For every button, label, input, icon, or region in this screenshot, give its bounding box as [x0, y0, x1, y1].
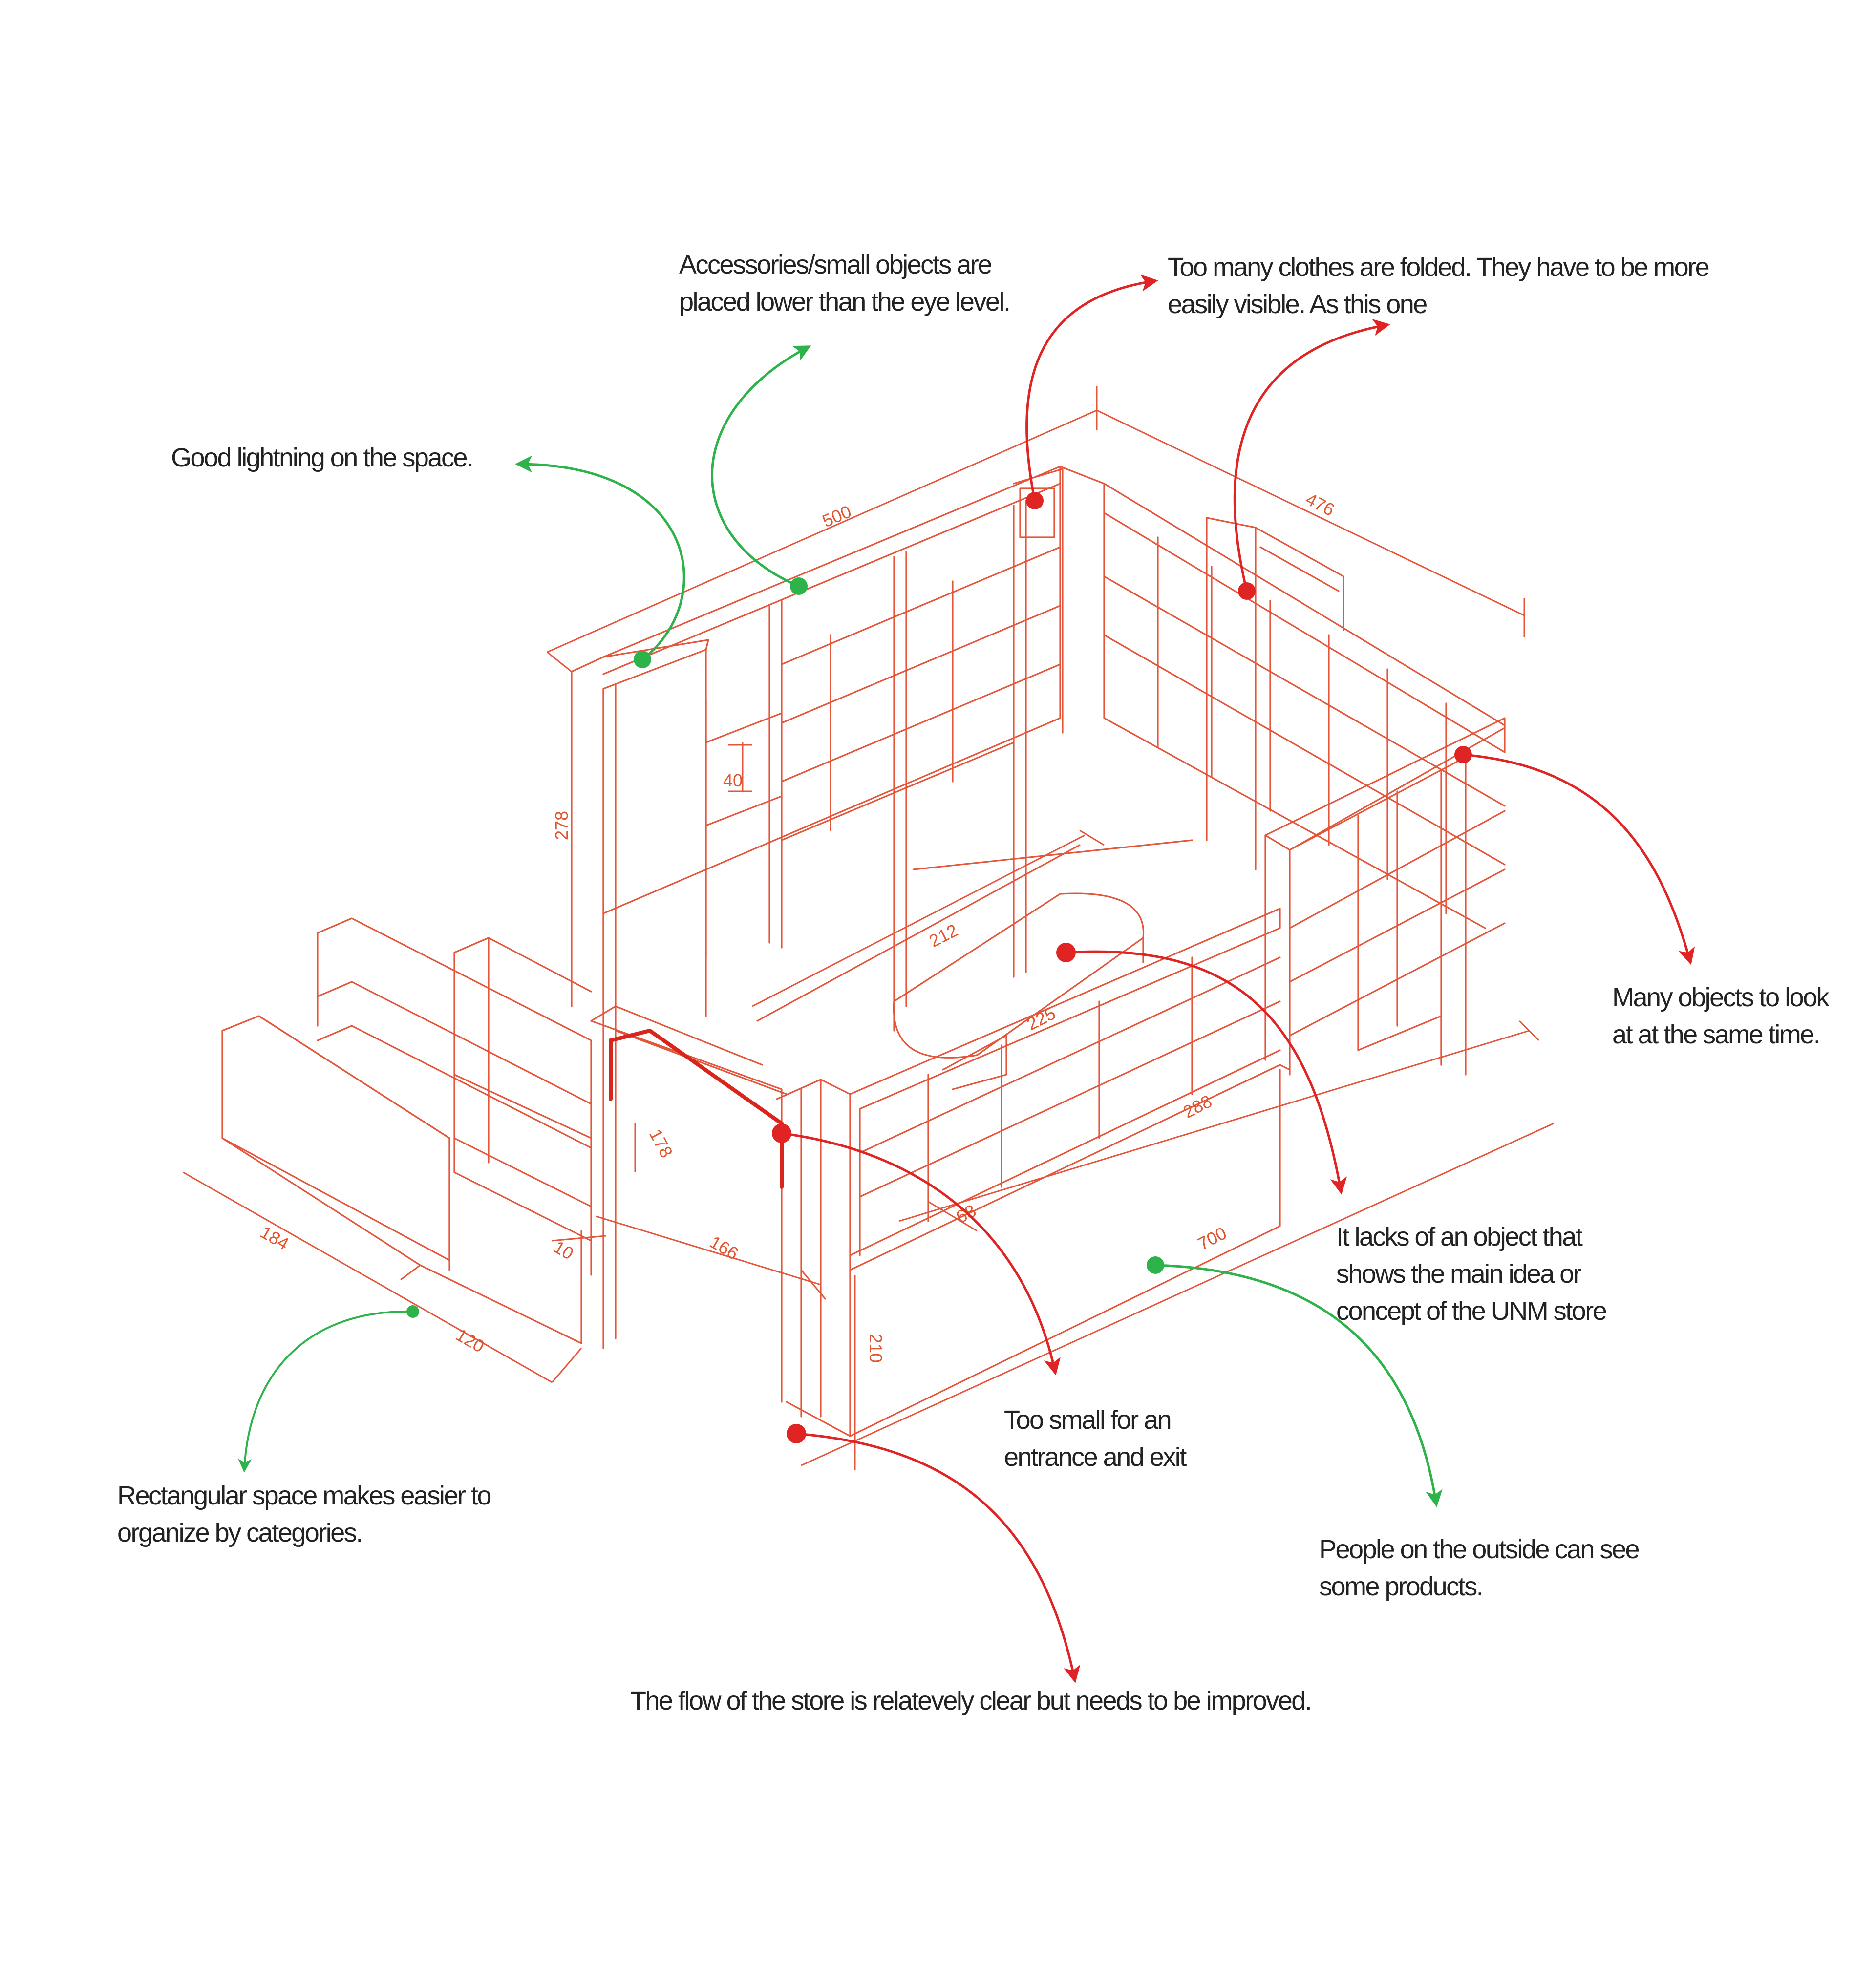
dot-folded: [1026, 492, 1044, 509]
dot-flow: [787, 1424, 806, 1443]
store-drawing: 500 476 278 40 212 225 288 178 184 10 16…: [183, 386, 1554, 1470]
dimension-labels: 500 476 278 40 212 225 288 178 184 10 16…: [257, 489, 1338, 1363]
note-flow-line-1: The flow of the store is relatevely clea…: [630, 1686, 1311, 1716]
arrow-folded-example: [1233, 318, 1390, 592]
annotation-arrows: [238, 274, 1695, 1683]
left-pillar: [571, 639, 709, 1349]
dim-225: 225: [1023, 1003, 1059, 1034]
entrance-frame: [590, 1005, 851, 1437]
note-outside: People on the outside can see some produ…: [1319, 1535, 1645, 1601]
note-outside-line-2: some products.: [1319, 1572, 1482, 1601]
right-wall: [1206, 517, 1506, 1076]
dim-278: 278: [552, 811, 572, 840]
dot-rectangular: [406, 1305, 419, 1318]
note-lacks-object-line-1: It lacks of an object that: [1336, 1222, 1583, 1251]
note-rectangular-line-1: Rectangular space makes easier to: [117, 1481, 490, 1510]
note-many-objects-line-2: at at the same time.: [1612, 1020, 1819, 1049]
note-outside-line-1: People on the outside can see: [1319, 1535, 1639, 1564]
dim-184: 184: [257, 1222, 293, 1254]
arrow-outside: [1155, 1264, 1443, 1507]
note-folded: Too many clothes are folded. They have t…: [1168, 253, 1715, 319]
dot-accessories: [790, 577, 808, 595]
dot-lighting: [634, 651, 651, 668]
note-rectangular: Rectangular space makes easier to organi…: [117, 1481, 496, 1547]
arrow-flow: [796, 1432, 1081, 1683]
dim-700: 700: [1194, 1223, 1230, 1254]
arrow-rectangular: [238, 1310, 413, 1473]
dot-folded-example: [1238, 582, 1256, 600]
arrow-many-objects: [1463, 753, 1695, 965]
arrow-accessories: [711, 345, 811, 588]
note-folded-line-1: Too many clothes are folded. They have t…: [1168, 253, 1709, 282]
note-entrance-line-1: Too small for an: [1004, 1405, 1171, 1435]
dim-178: 178: [645, 1126, 677, 1161]
note-lacks-object-line-2: shows the main idea or: [1336, 1259, 1582, 1289]
entrance-highlight: [609, 1028, 784, 1189]
dim-476: 476: [1302, 489, 1338, 520]
dim-500: 500: [819, 501, 854, 531]
note-entrance-line-2: entrance and exit: [1004, 1442, 1187, 1472]
note-lacks-object-line-3: concept of the UNM store: [1336, 1296, 1606, 1326]
dot-many-objects: [1454, 746, 1472, 763]
arrow-entrance: [781, 1132, 1061, 1376]
arrow-folded: [1025, 274, 1158, 501]
note-accessories-line-2: placed lower than the eye level.: [679, 287, 1009, 317]
dot-outside: [1147, 1256, 1164, 1274]
front-left-shelves: [221, 917, 592, 1344]
note-lighting-line-1: Good lightning on the space.: [171, 443, 473, 472]
note-many-objects-line-1: Many objects to look: [1612, 983, 1830, 1012]
note-accessories: Accessories/small objects are placed low…: [679, 250, 1009, 317]
note-lacks-object: It lacks of an object that shows the mai…: [1336, 1222, 1606, 1326]
dim-40: 40: [723, 770, 743, 790]
note-rectangular-line-2: organize by categories.: [117, 1518, 362, 1547]
annotation-texts: Accessories/small objects are placed low…: [117, 250, 1834, 1716]
note-accessories-line-1: Accessories/small objects are: [679, 250, 991, 279]
front-right-shelves: [849, 908, 1291, 1437]
dimension-lines: [183, 386, 1554, 1470]
back-wall: [602, 466, 1506, 1007]
dim-210: 210: [866, 1334, 886, 1363]
dot-entrance: [772, 1123, 791, 1143]
note-lighting: Good lightning on the space.: [171, 443, 473, 472]
arrow-lighting: [515, 455, 685, 660]
note-folded-line-2: easily visible. As this one: [1168, 290, 1427, 319]
dim-212: 212: [926, 920, 961, 951]
arrow-lacks-object: [1066, 950, 1347, 1195]
center-table: [756, 839, 1193, 1059]
note-entrance: Too small for an entrance and exit: [1004, 1405, 1187, 1472]
dot-lacks-object: [1056, 943, 1076, 962]
note-many-objects: Many objects to look at at the same time…: [1612, 983, 1834, 1049]
note-flow: The flow of the store is relatevely clea…: [630, 1686, 1311, 1716]
